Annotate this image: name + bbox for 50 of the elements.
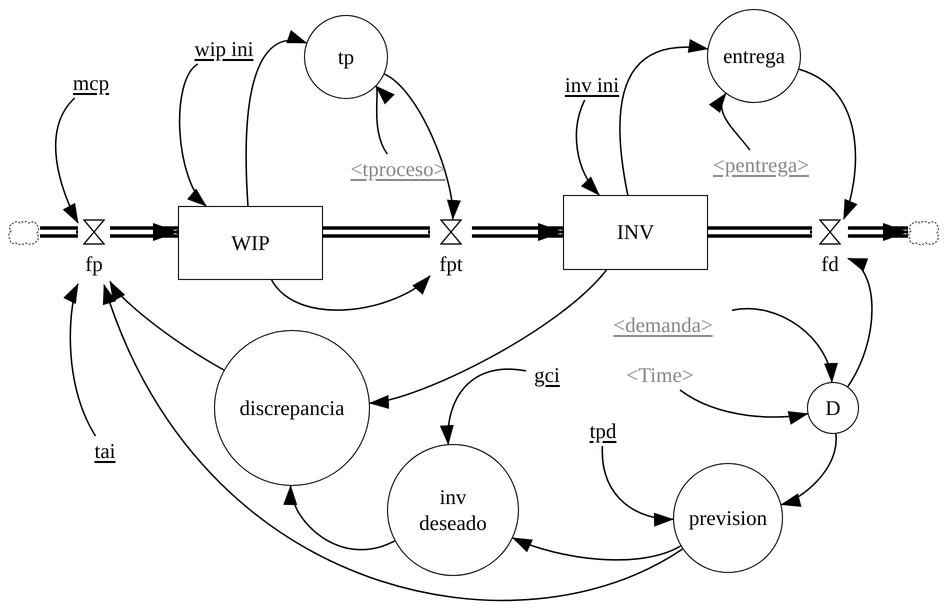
- flow-pipe: [38, 226, 80, 238]
- stock-box: INV: [563, 195, 708, 270]
- auxiliary-circle: entrega: [707, 9, 801, 103]
- link-arrow: [602, 446, 674, 526]
- link-arrow: [798, 68, 857, 220]
- link-arrow: [780, 434, 837, 506]
- variable-label: gci: [526, 360, 568, 390]
- flow-pipe: [846, 223, 910, 241]
- variable-label: tpd: [580, 416, 626, 446]
- link-arrow: [103, 284, 683, 601]
- flow-pipe: [108, 223, 180, 241]
- stock-box: WIP: [178, 206, 323, 280]
- variable-label: inv ini: [550, 70, 634, 100]
- link-arrow: [576, 100, 600, 196]
- cloud-symbol: [8, 220, 40, 246]
- variable-label: wip ini: [180, 34, 268, 64]
- link-arrow: [270, 275, 431, 311]
- link-arrow: [55, 98, 79, 224]
- cloud-symbol: [908, 220, 940, 246]
- link-arrow: [440, 368, 526, 446]
- link-arrow: [64, 283, 96, 436]
- link-arrow: [512, 537, 681, 561]
- flow-pipe: [470, 223, 565, 241]
- flow-label: fd: [821, 254, 839, 275]
- flow-label: fpt: [439, 254, 463, 275]
- link-arrow: [680, 389, 809, 424]
- link-arrow: [246, 31, 308, 206]
- shadow-variable-label: <demanda>: [594, 310, 732, 340]
- link-arrow: [368, 270, 608, 408]
- link-arrow: [286, 485, 395, 550]
- variable-label: tai: [86, 436, 124, 466]
- auxiliary-circle: inv deseado: [387, 444, 519, 576]
- shadow-variable-label: <Time>: [608, 360, 712, 390]
- link-arrow: [732, 308, 836, 384]
- link-arrow: [847, 258, 873, 387]
- link-arrow: [178, 63, 207, 207]
- auxiliary-circle: discrepancia: [214, 330, 370, 486]
- link-arrow: [384, 73, 460, 220]
- shadow-variable-label: <pentrega>: [690, 150, 832, 180]
- flow-label: fp: [85, 254, 103, 275]
- link-arrow: [109, 280, 224, 371]
- link-arrow: [619, 40, 709, 196]
- variable-label: mcp: [62, 68, 120, 98]
- flow-pipe: [706, 226, 814, 238]
- auxiliary-circle: prevision: [673, 463, 783, 573]
- shadow-variable-label: <tproceso>: [328, 154, 468, 184]
- auxiliary-circle: tp: [304, 15, 388, 99]
- link-arrow: [710, 92, 750, 150]
- flow-pipe: [321, 226, 432, 238]
- auxiliary-circle: D: [807, 382, 859, 434]
